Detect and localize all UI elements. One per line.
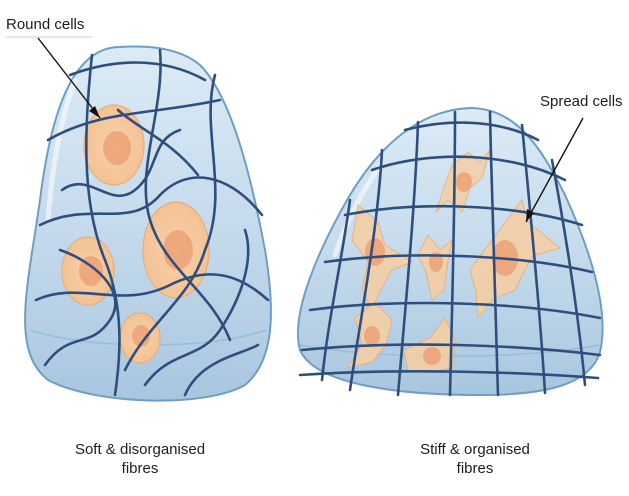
soft-caption-line1: Soft & disorganised xyxy=(40,440,240,459)
round-cells-label: Round cells xyxy=(6,15,84,34)
soft-caption: Soft & disorganised fibres xyxy=(40,440,240,478)
stiff-gel xyxy=(298,108,603,395)
spread-cells-label: Spread cells xyxy=(540,92,623,111)
stiff-caption: Stiff & organised fibres xyxy=(375,440,575,478)
stiff-caption-line2: fibres xyxy=(375,459,575,478)
round-cell xyxy=(120,313,160,363)
stiff-caption-line1: Stiff & organised xyxy=(375,440,575,459)
soft-caption-line2: fibres xyxy=(40,459,240,478)
soft-gel xyxy=(25,46,271,400)
